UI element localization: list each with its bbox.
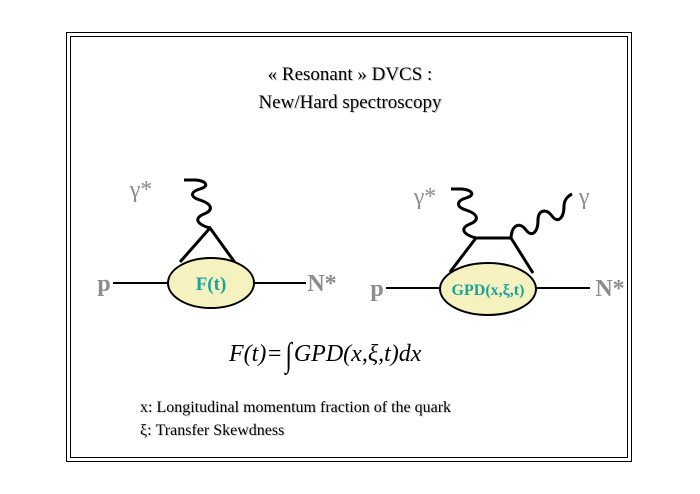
left-photon-label: γ* bbox=[129, 177, 153, 203]
outer-frame bbox=[66, 32, 632, 462]
left-outgoing-label: N* bbox=[307, 271, 336, 297]
title-line-1: « Resonant » DVCS : bbox=[267, 64, 433, 85]
formula-lhs: F(t)= bbox=[229, 341, 283, 367]
right-outgoing-label: N* bbox=[595, 276, 624, 302]
definition-x: x: Longitudinal momentum fraction of the… bbox=[140, 399, 452, 416]
right-outgoing-photon-wavy-line bbox=[509, 192, 573, 239]
left-photon-wavy-line bbox=[184, 178, 212, 230]
left-blob-label: F(t) bbox=[196, 274, 227, 295]
title-line-2: New/Hard spectroscopy bbox=[258, 92, 442, 113]
formula-rhs: GPD(x,ξ,t)dx bbox=[293, 341, 422, 367]
right-diagram: GPD(x,ξ,t) γ* γ p N* bbox=[370, 184, 625, 316]
right-blob bbox=[439, 262, 537, 316]
integral-sign: ∫ bbox=[284, 337, 292, 374]
right-blob-label: GPD(x,ξ,t) bbox=[452, 282, 525, 299]
inner-frame bbox=[70, 36, 628, 458]
right-incoming-label: p bbox=[370, 276, 383, 302]
left-blob bbox=[167, 257, 255, 309]
left-incoming-label: p bbox=[97, 271, 110, 297]
right-outgoing-photon-label: γ bbox=[578, 184, 590, 210]
left-diagram: F(t) γ* p N* bbox=[97, 177, 337, 309]
sum-rule-formula: F(t)=∫GPD(x,ξ,t)dx bbox=[229, 332, 422, 374]
right-incoming-photon-label: γ* bbox=[413, 184, 437, 210]
definition-xi: ξ: Transfer Skewdness bbox=[140, 422, 285, 439]
right-quark-loop bbox=[448, 236, 535, 274]
right-incoming-photon-wavy-line bbox=[451, 187, 478, 240]
definitions: x: Longitudinal momentum fraction of the… bbox=[140, 396, 451, 442]
